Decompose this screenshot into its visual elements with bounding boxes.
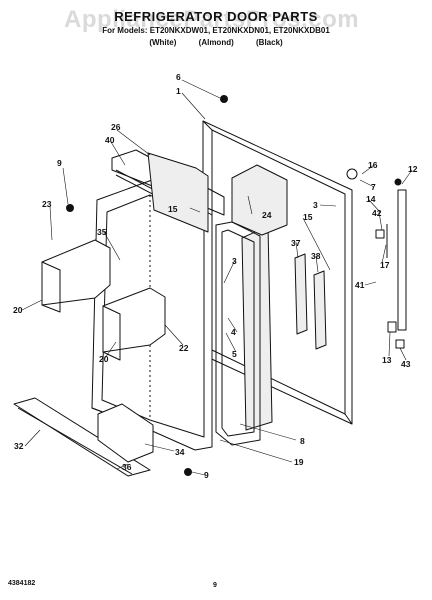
diagram-title: REFRIGERATOR DOOR PARTS: [114, 9, 318, 24]
callout-16: 16: [368, 160, 378, 170]
callout-34: 34: [175, 447, 185, 457]
page-number: 9: [213, 582, 217, 589]
callout-24: 24: [262, 210, 272, 220]
callout-3: 3: [313, 200, 318, 210]
foam-insulation-side: [241, 225, 273, 431]
callout-43: 43: [401, 359, 411, 369]
callout-20: 20: [13, 305, 23, 315]
callout-6: 6: [176, 72, 181, 82]
callout-26: 26: [111, 122, 121, 132]
foam-insulation-top: [147, 152, 209, 233]
callout-4: 4: [231, 327, 236, 337]
callout-42: 42: [372, 208, 382, 218]
callout-19: 19: [294, 457, 304, 467]
document-number: 4384182: [8, 580, 36, 587]
callout-22: 22: [179, 343, 189, 353]
callout-37: 37: [291, 238, 301, 248]
callout-17: 17: [380, 260, 390, 270]
callout-15: 15: [303, 212, 313, 222]
callout-36: 36: [122, 462, 132, 472]
foam-strip-37: [294, 253, 308, 335]
callout-15: 15: [168, 204, 178, 214]
outer-door-panel: [202, 120, 353, 425]
callout-8: 8: [300, 436, 305, 446]
model-list: For Models: ET20NKXDW01, ET20NKXDN01, ET…: [102, 26, 330, 35]
screw-9: [66, 204, 74, 212]
callout-35: 35: [97, 227, 107, 237]
color-variants: (White) (Almond) (Black): [0, 38, 432, 47]
door-shelf-lower: [102, 287, 166, 361]
callout-1: 1: [176, 86, 181, 96]
screw-6: [220, 95, 228, 103]
variant-white: (White): [149, 38, 177, 47]
callout-32: 32: [14, 441, 24, 451]
callout-23: 23: [42, 199, 52, 209]
callout-9: 9: [204, 470, 209, 480]
callout-13: 13: [382, 355, 392, 365]
callout-20: 20: [99, 354, 109, 364]
variant-almond: (Almond): [198, 38, 234, 47]
foam-strip-38: [313, 270, 327, 350]
callout-3: 3: [232, 256, 237, 266]
variant-black: (Black): [256, 38, 283, 47]
door-bin: [97, 403, 154, 463]
screw-9b: [184, 468, 192, 476]
callout-40: 40: [105, 135, 115, 145]
callout-labels: 6126409152416712315144223353373817412042…: [13, 72, 418, 480]
callout-7: 7: [371, 182, 376, 192]
callout-9: 9: [57, 158, 62, 168]
hinge-assembly: [346, 168, 407, 349]
callout-14: 14: [366, 194, 376, 204]
callout-41: 41: [355, 280, 365, 290]
insulation-block: [231, 164, 288, 236]
callout-38: 38: [311, 251, 321, 261]
bottom-trim-bar: [13, 397, 151, 477]
callout-12: 12: [408, 164, 418, 174]
door-shelf-upper: [41, 239, 111, 313]
callout-5: 5: [232, 349, 237, 359]
